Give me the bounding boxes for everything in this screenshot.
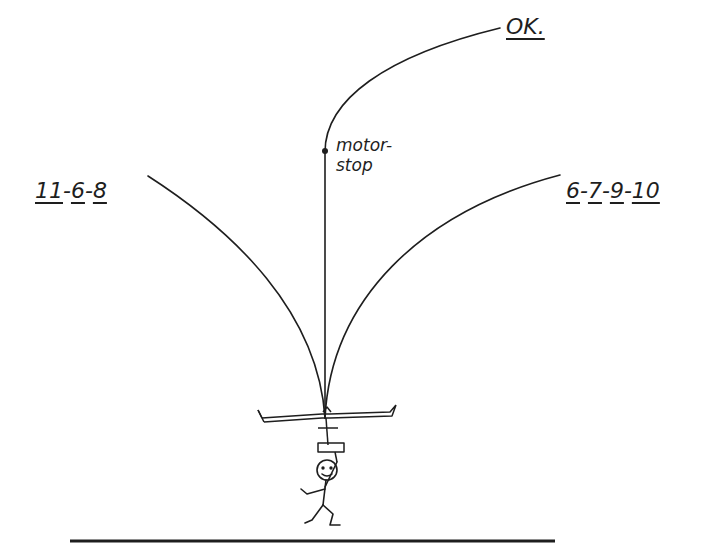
label-part: - — [63, 178, 71, 203]
ground-line — [70, 540, 555, 543]
label-part: motor — [336, 135, 386, 155]
label-part: 6 — [71, 178, 85, 203]
right-flight-path — [325, 175, 560, 418]
motor-stop-label: motor- stop — [336, 136, 392, 175]
ok-label: OK. — [506, 14, 545, 39]
path-numbers: 11-6-8 — [35, 178, 107, 203]
label-part: 8 — [93, 178, 107, 203]
label-part: - — [386, 135, 392, 155]
label-part: 6 — [566, 178, 580, 203]
label-part: 9 — [610, 178, 624, 203]
label-part: stop — [336, 155, 373, 175]
label-part: - — [602, 178, 610, 203]
label-part: OK. — [506, 14, 545, 39]
path-numbers: 6-7-9-10 — [566, 178, 660, 203]
glider-model — [258, 405, 396, 462]
label-part: - — [580, 178, 588, 203]
left-flight-path — [148, 176, 325, 418]
label-part: - — [624, 178, 632, 203]
motor-stop-dot — [322, 148, 328, 154]
label-part: 7 — [588, 178, 602, 203]
label-part: - — [85, 178, 93, 203]
person-figure — [301, 460, 340, 525]
correct-flight-path — [325, 28, 500, 418]
label-part: 10 — [632, 178, 660, 203]
label-part: 11 — [35, 178, 63, 203]
